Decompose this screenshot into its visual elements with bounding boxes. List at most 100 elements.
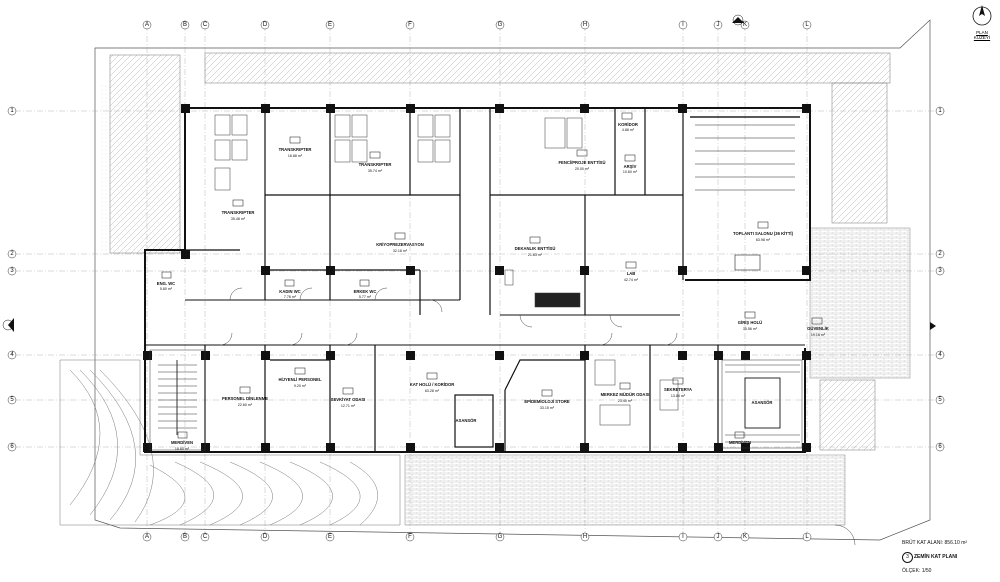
room-name: TRANSKRIPTER — [359, 162, 392, 167]
room-transkriptir-1: TRANSKRIPTER 16.88 m² — [279, 136, 312, 158]
room-name: MERDİVEN — [171, 440, 193, 445]
area-note: BRÜT KAT ALANI: 856.10 m² — [902, 540, 968, 546]
office-desks — [214, 114, 679, 426]
room-name: FENCİ/PROJE ENTTİSÜ — [559, 160, 606, 165]
room-guvenlik: GÜVENLİK 19.16 m² — [807, 317, 829, 337]
axis-label-e: E — [328, 22, 332, 28]
room-area: 63.98 m² — [756, 238, 771, 242]
room-name: ARŞİV — [624, 164, 637, 169]
room-name: HİJYENLİ PERSONEL — [278, 377, 321, 382]
room-area: 32.18 m² — [393, 249, 408, 253]
room-name: SEVKİYAT ODASI — [331, 397, 366, 402]
room-name: ERKEK WC — [354, 289, 377, 294]
axis-label-g-bottom: G — [498, 534, 503, 540]
room-temizlik: HİJYENLİ PERSONEL 9.20 m² — [278, 367, 322, 388]
room-merkez-mudur: MERKEZ MÜDÜR ODASI 23.40 m² — [601, 382, 650, 403]
room-name: LAB — [627, 271, 636, 276]
axis-label-h: H — [583, 22, 587, 28]
axis-label-h-bottom: H — [583, 534, 587, 540]
room-area: 16.88 m² — [288, 154, 303, 158]
room-kadin-wc: KADIN WC 7.76 m² — [279, 279, 301, 299]
axis-label-2-right: 2 — [938, 251, 942, 257]
room-store: EPİDEMİOLOJİ STORE 33.15 m² — [524, 389, 570, 410]
section-markers — [2, 14, 936, 332]
ramp-pattern — [59, 359, 401, 526]
axis-label-c-bottom: C — [203, 534, 208, 540]
room-area: 18.60 m² — [175, 447, 190, 451]
axis-label-d-bottom: D — [263, 534, 268, 540]
room-area: 5.80 m² — [160, 287, 173, 291]
elevators — [454, 377, 781, 448]
axis-label-4-right: 4 — [938, 352, 942, 358]
axis-label-b-bottom: B — [183, 534, 187, 540]
room-enstitu: FENCİ/PROJE ENTTİSÜ 20.00 m² — [559, 149, 606, 171]
room-name: KORİDOR — [618, 122, 638, 127]
room-area: 7.76 m² — [284, 295, 297, 299]
room-transkriptir-3: TRANSKRIPTER 35.48 m² — [222, 199, 255, 221]
plan-title: ZEMİN KAT PLANI — [914, 554, 958, 560]
axis-label-3-right: 3 — [938, 268, 942, 274]
title-block: BRÜT KAT ALANI: 856.10 m² ZEMİN KAT PLAN… — [902, 540, 994, 580]
room-name: SEKRETERYA — [664, 387, 692, 392]
room-toplanti: TOPLANTI SALONU (36 KİTTİ) 63.98 m² — [733, 221, 794, 242]
room-merdiven-2: MERDİVEN — [729, 431, 751, 445]
axis-label-f: F — [408, 22, 412, 28]
axis-label-a-bottom: A — [145, 534, 149, 540]
room-name: GİRİŞ HOLÜ — [738, 320, 762, 325]
room-name: MERDİVEN — [729, 440, 751, 445]
room-giris: GİRİŞ HOLÜ 35.56 m² — [738, 311, 762, 331]
doors — [219, 287, 856, 546]
room-area: 35.48 m² — [231, 217, 246, 221]
axis-label-k: K — [743, 22, 747, 28]
room-area: 12.71 m² — [341, 404, 356, 408]
north-label: PLAN KUZEYİ — [973, 30, 991, 40]
room-name: KAT HOLÜ / KORİDOR — [410, 382, 455, 387]
axis-bubbles — [7, 20, 945, 542]
axis-label-5: 5 — [10, 397, 14, 403]
axis-labels: A B C D E F G H I J K L A B C D E F G H … — [10, 22, 942, 540]
axis-label-2: 2 — [10, 251, 14, 257]
axis-label-j: J — [717, 22, 720, 28]
axis-label-6-right: 6 — [938, 444, 942, 450]
room-name: GÜVENLİK — [807, 326, 829, 331]
conference-seating — [690, 116, 800, 271]
room-name: ENG. WC — [157, 281, 175, 286]
axis-label-c: C — [203, 22, 208, 28]
room-area: 35.74 m² — [368, 169, 383, 173]
room-name: PERSONEL DİNLENME — [222, 396, 268, 401]
room-koridor-top: KORİDOR 4.88 m² — [618, 112, 638, 132]
room-area: 9.20 m² — [294, 384, 307, 388]
room-lab: LAB 42.74 m² — [624, 261, 639, 282]
axis-label-1-right: 1 — [938, 108, 942, 114]
axis-label-e-bottom: E — [328, 534, 332, 540]
room-name: KRİYOPREZERVASYON — [376, 242, 424, 247]
room-name: TRANSKRIPTER — [279, 147, 312, 152]
room-sekreterya: SEKRETERYA 13.84 m² — [664, 377, 692, 398]
room-area: 23.40 m² — [618, 399, 633, 403]
axis-label-i-bottom: I — [682, 534, 684, 540]
north-arrow: PLAN KUZEYİ — [968, 2, 996, 40]
room-area: 20.00 m² — [575, 167, 590, 171]
axis-label-a: A — [145, 22, 149, 28]
site-landscape — [94, 19, 931, 541]
axis-label-i: I — [682, 22, 684, 28]
room-area: 10.60 m² — [623, 170, 638, 174]
room-arsiv: ARŞİV 10.60 m² — [623, 154, 638, 174]
room-name: KADIN WC — [279, 289, 300, 294]
scale-label: ÖLÇEK: 1/50 — [902, 568, 932, 574]
room-name: TOPLANTI SALONU (36 KİTTİ) — [733, 231, 794, 236]
axis-label-l-bottom: L — [805, 534, 809, 540]
room-sevkiyat: SEVKİYAT ODASI 12.71 m² — [331, 387, 366, 408]
room-merdiven: MERDİVEN 18.60 m² — [171, 431, 193, 451]
room-name: MERKEZ MÜDÜR ODASI — [601, 392, 650, 397]
axis-label-b: B — [183, 22, 187, 28]
room-erkek-wc: ERKEK WC 5.77 m² — [354, 279, 377, 299]
axis-label-3: 3 — [10, 268, 14, 274]
room-area: 4.88 m² — [622, 128, 635, 132]
room-transkriptir-2: TRANSKRIPTER 35.74 m² — [359, 151, 392, 173]
axis-label-1: 1 — [10, 108, 14, 114]
room-area: 13.84 m² — [671, 394, 686, 398]
room-area: 35.56 m² — [743, 327, 758, 331]
room-name: TRANSKRIPTER — [222, 210, 255, 215]
